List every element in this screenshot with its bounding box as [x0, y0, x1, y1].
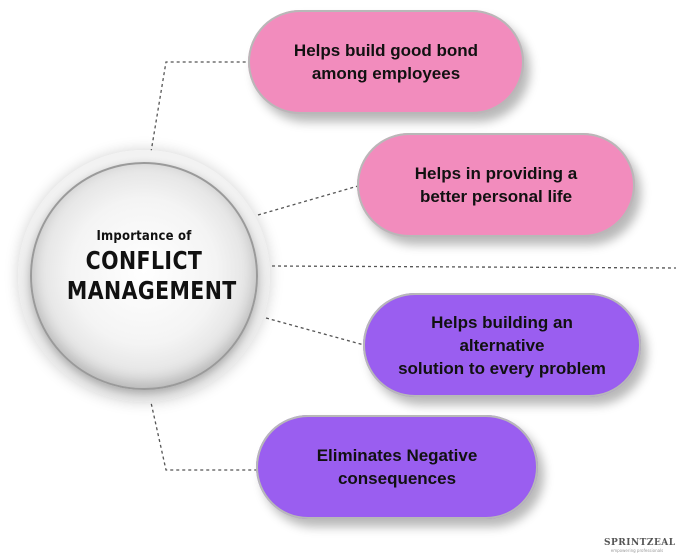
connector-item-4 [149, 397, 258, 471]
connector-divider [271, 265, 677, 269]
hub-circle [30, 162, 258, 390]
connector-item-3 [265, 317, 365, 346]
hub-label: Importance of CONFLICT MANAGEMENT [50, 228, 238, 306]
benefit-3-line1: Helps building an alternative [431, 312, 573, 355]
benefit-3-line2: solution to every problem [398, 358, 606, 378]
connector-item-2 [257, 185, 359, 216]
logo-wordmark: SPRINTZEAL [604, 538, 676, 548]
connector-item-1 [149, 61, 250, 159]
hub-title-line1: CONFLICT [85, 246, 203, 275]
benefit-pill-2: Helps in providing a better personal lif… [357, 133, 635, 237]
logo-tagline: empowering professionals [610, 548, 664, 553]
benefit-4-line2: consequences [337, 469, 457, 488]
benefit-1-line1: Helps build good bond [293, 41, 479, 60]
brand-logo: SPRINTZEAL empowering professionals [604, 538, 676, 553]
benefit-2-line2: better personal life [419, 187, 573, 206]
benefit-2-line1: Helps in providing a [414, 164, 578, 183]
benefit-pill-4: Eliminates Negative consequences [256, 415, 538, 519]
benefit-4-line1: Eliminates Negative [316, 446, 478, 465]
benefit-pill-1: Helps build good bond among employees [248, 10, 524, 114]
hub-subtitle: Importance of [96, 229, 192, 244]
benefit-1-line2: among employees [311, 64, 461, 83]
benefit-pill-3: Helps building an alternative solution t… [363, 293, 641, 397]
hub-title-line2: MANAGEMENT [66, 276, 237, 305]
